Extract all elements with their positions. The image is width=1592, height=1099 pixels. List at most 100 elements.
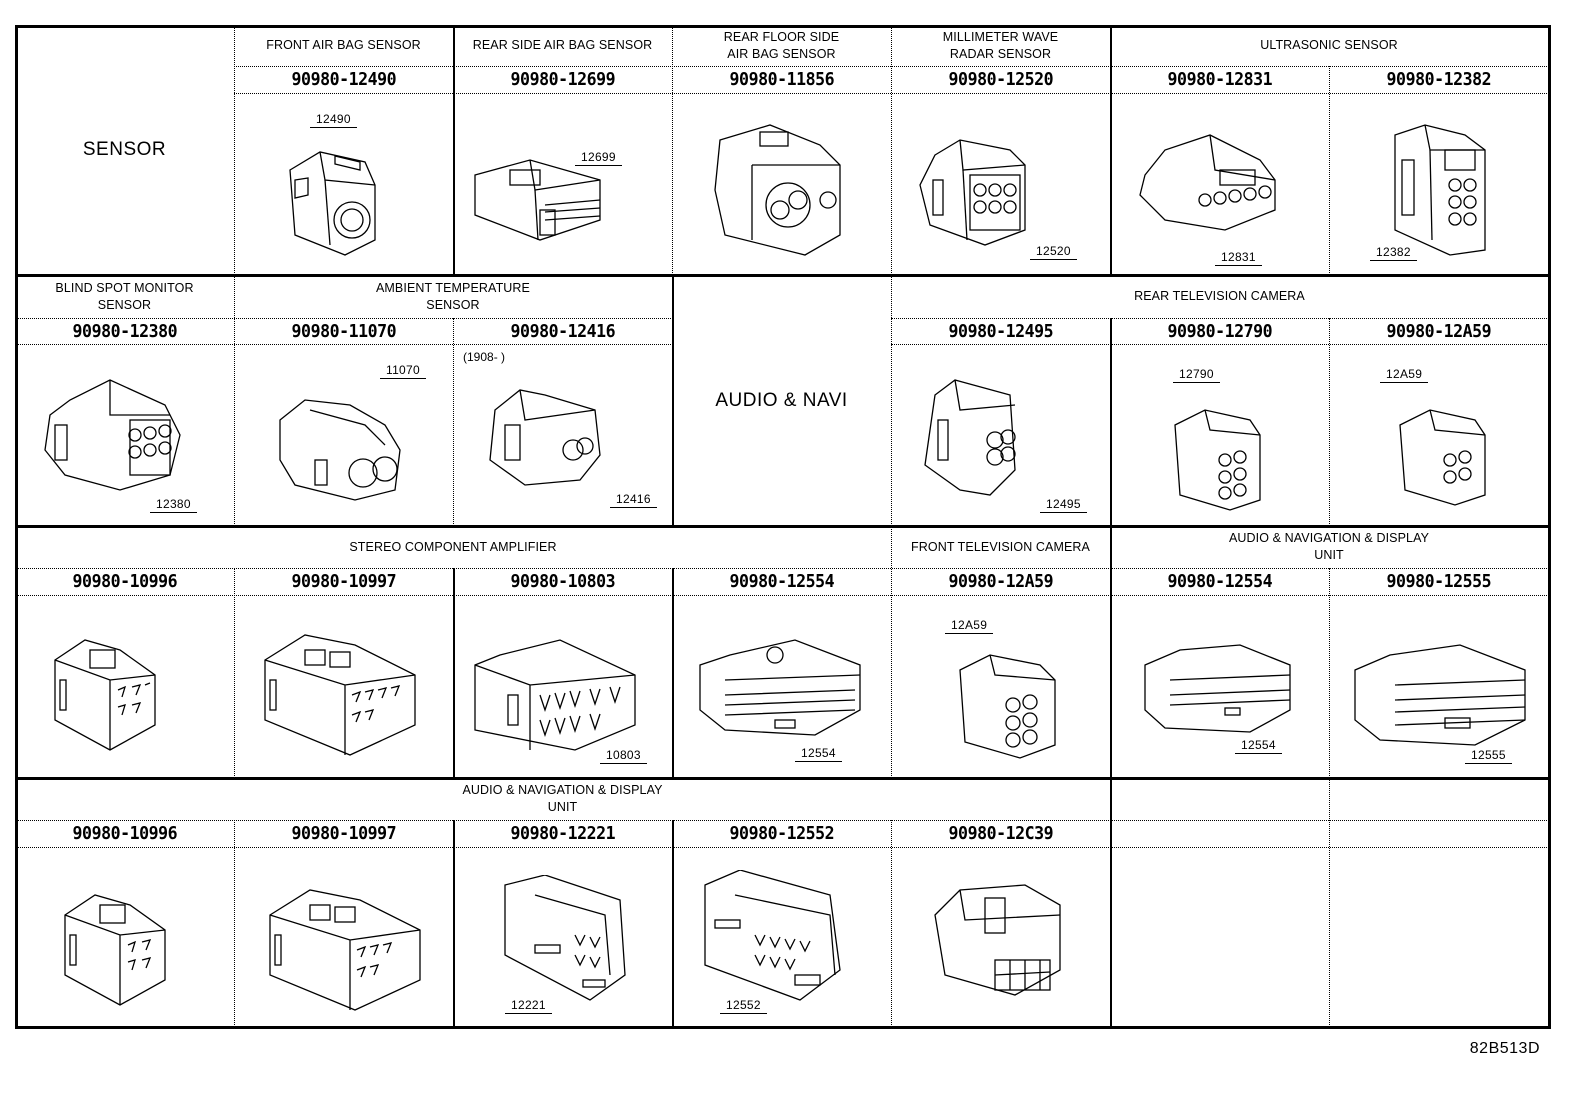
part-number-cell: 90980-11856 xyxy=(672,66,891,93)
header-divider xyxy=(15,820,1551,821)
part-callout: 10803 xyxy=(600,748,647,764)
col-divider xyxy=(1329,66,1330,275)
col-divider xyxy=(1329,778,1330,1029)
date-range-note: (1908- ) xyxy=(463,350,506,364)
connector-illustration-icon xyxy=(930,880,1065,1000)
header-front-air-bag-sensor: FRONT AIR BAG SENSOR xyxy=(266,38,421,52)
connector-illustration-icon xyxy=(50,635,165,755)
part-number-cell: 90980-12555 xyxy=(1329,568,1548,595)
col-divider xyxy=(672,275,674,526)
part-number: 90980-12A59 xyxy=(948,571,1053,592)
part-callout: 12520 xyxy=(1030,244,1077,260)
col-divider xyxy=(1110,778,1112,1029)
part-number: 90980-12416 xyxy=(510,320,615,342)
part-callout: 11070 xyxy=(380,363,426,379)
connector-illustration-icon xyxy=(1390,120,1500,260)
part-number: 90980-12831 xyxy=(1167,69,1272,90)
col-divider xyxy=(672,568,674,778)
part-number: 90980-10997 xyxy=(291,823,396,844)
connector-illustration-icon xyxy=(1170,405,1265,515)
connector-illustration-icon xyxy=(40,375,185,495)
group-label-audio-navi: AUDIO & NAVI xyxy=(715,389,848,411)
connector-illustration-icon xyxy=(915,125,1050,255)
connector-illustration-icon xyxy=(485,380,615,495)
header-audio-navigation-display-unit: AUDIO & NAVIGATION & DISPLAY UNIT xyxy=(462,783,663,814)
col-divider xyxy=(672,820,674,1029)
connector-illustration-icon xyxy=(470,635,645,755)
part-number-cell: 90980-12831 xyxy=(1110,66,1329,93)
part-number: 90980-12552 xyxy=(729,823,834,844)
part-number: 90980-12495 xyxy=(948,320,1053,342)
part-callout: 12416 xyxy=(610,492,657,508)
pn-divider xyxy=(15,847,1551,848)
part-number: 90980-12380 xyxy=(72,320,177,342)
header-front-television-camera: FRONT TELEVISION CAMERA xyxy=(911,539,1090,554)
connector-illustration-icon xyxy=(700,870,845,1005)
part-number: 90980-10803 xyxy=(510,571,615,592)
header-ultrasonic-sensor: ULTRASONIC SENSOR xyxy=(1260,38,1398,52)
part-number-cell: 90980-10996 xyxy=(15,568,234,595)
col-divider xyxy=(1110,318,1112,526)
col-divider xyxy=(234,25,235,275)
part-number-cell: 90980-10997 xyxy=(234,820,453,847)
header-stereo-component-amplifier: STEREO COMPONENT AMPLIFIER xyxy=(349,539,557,554)
col-divider xyxy=(453,568,455,778)
part-number: 90980-12555 xyxy=(1386,571,1491,592)
connector-illustration-icon xyxy=(1350,640,1530,750)
part-callout: 12552 xyxy=(720,998,767,1014)
part-number: 90980-10996 xyxy=(72,823,177,844)
part-number-cell: 90980-12380 xyxy=(15,318,234,344)
connector-illustration-icon xyxy=(265,885,425,1015)
col-divider xyxy=(1329,318,1330,526)
part-number-cell: 90980-12221 xyxy=(453,820,672,847)
part-number-cell: 90980-12554 xyxy=(1110,568,1329,595)
row-divider xyxy=(15,274,1551,277)
part-number: 90980-10996 xyxy=(72,571,177,592)
part-number: 90980-12221 xyxy=(510,823,615,844)
header-rear-floor-side-air-bag-sensor: REAR FLOOR SIDE AIR BAG SENSOR xyxy=(723,29,840,61)
figure-id: 82B513D xyxy=(1469,1040,1540,1057)
connector-illustration-icon xyxy=(1140,640,1295,740)
col-divider xyxy=(234,275,235,526)
part-callout: 12A59 xyxy=(945,618,994,634)
part-number-cell: 90980-12495 xyxy=(891,318,1110,344)
part-number-cell: 90980-10997 xyxy=(234,568,453,595)
part-callout: 12221 xyxy=(505,998,552,1014)
part-number-cell: 90980-12520 xyxy=(891,66,1110,93)
col-divider xyxy=(891,25,892,275)
pn-divider xyxy=(234,93,1551,94)
part-number: 90980-12790 xyxy=(1167,320,1272,342)
part-number-cell: 90980-12382 xyxy=(1329,66,1548,93)
part-callout: 12831 xyxy=(1215,250,1262,266)
connector-illustration-icon xyxy=(1395,405,1490,510)
connector-illustration-icon xyxy=(695,635,865,745)
header-divider xyxy=(234,66,1551,67)
pn-divider xyxy=(15,344,673,345)
connector-illustration-icon xyxy=(260,630,420,760)
group-label-sensor: SENSOR xyxy=(82,139,167,160)
col-divider xyxy=(234,820,235,1029)
connector-illustration-icon xyxy=(955,650,1065,760)
connector-illustration-icon xyxy=(920,375,1045,500)
col-divider xyxy=(672,25,673,275)
connector-illustration-icon xyxy=(280,140,390,260)
part-callout: 12490 xyxy=(310,112,357,128)
part-number: 90980-10997 xyxy=(291,571,396,592)
header-divider xyxy=(15,568,1551,569)
part-callout: 12A59 xyxy=(1380,367,1429,383)
row-divider xyxy=(15,777,1551,780)
part-number-cell: 90980-11070 xyxy=(234,318,453,344)
part-number: 90980-12490 xyxy=(291,69,396,90)
empty-cell xyxy=(1329,778,1548,1029)
part-number-cell: 90980-12554 xyxy=(672,568,891,595)
header-blind-spot-monitor-sensor: BLIND SPOT MONITOR SENSOR xyxy=(55,280,194,312)
part-number: 90980-12C39 xyxy=(948,823,1053,844)
part-callout: 12699 xyxy=(575,150,622,166)
part-number-cell: 90980-12490 xyxy=(234,66,453,93)
part-number: 90980-11070 xyxy=(291,320,396,342)
part-callout: 12790 xyxy=(1173,367,1220,383)
part-number-cell: 90980-12A59 xyxy=(891,568,1110,595)
pn-divider xyxy=(891,344,1551,345)
header-audio-navigation-display-unit: AUDIO & NAVIGATION & DISPLAY UNIT xyxy=(1228,531,1430,562)
header-divider xyxy=(891,318,1551,319)
